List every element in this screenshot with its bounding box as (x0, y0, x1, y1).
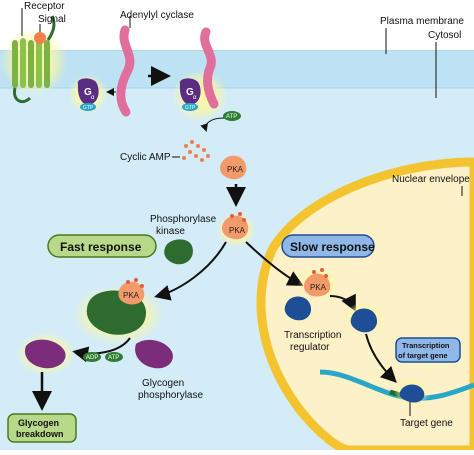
pka-label-1: PKA (227, 165, 244, 174)
pka-nucleus (304, 273, 331, 297)
alpha-subscript-1: α (91, 95, 95, 101)
pka-nucleus-camp (312, 268, 328, 278)
arrow-atp-to-camp (200, 117, 225, 132)
label-receptor: Receptor (24, 1, 65, 12)
gtp-label-2: GTP (185, 105, 196, 111)
camp-dots (182, 140, 210, 162)
atp-label-bottom: ATP (108, 355, 119, 361)
pka-kinase-camp (126, 278, 144, 288)
fast-response-label: Fast response (60, 240, 142, 254)
label-transcription-regulator-2: regulator (290, 342, 330, 353)
label-glycogen-phosphorylase-2: phosphorylase (138, 390, 203, 401)
receptor (12, 15, 56, 104)
atp-label-top: ATP (226, 114, 237, 120)
arrow-regulator-to-gene (365, 333, 397, 383)
phosphorylase-kinase-inactive (164, 239, 193, 265)
glycogen-breakdown-label-1: Glycogen (18, 418, 59, 428)
slow-response-box (281, 234, 375, 258)
label-cyclic-amp: Cyclic AMP (120, 152, 171, 163)
label-signal: Signal (38, 14, 66, 25)
g-alpha-active: G α GTP (179, 78, 201, 111)
arrow-kinase-to-phosphorylase (72, 337, 131, 363)
arrow-pka-to-kinase (154, 241, 227, 301)
g-alpha-label-1: G (84, 87, 92, 98)
label-glycogen-phosphorylase-1: Glycogen (142, 378, 184, 389)
transcription-regulator-active (350, 308, 378, 333)
fast-response-box (47, 234, 157, 258)
adp-label: ADP (86, 355, 98, 361)
label-target-gene: Target gene (400, 418, 453, 429)
extracellular-region (0, 0, 474, 50)
pka-camp-bound (230, 212, 246, 222)
pka-label-2: PKA (229, 226, 246, 235)
adp-badge (83, 352, 101, 362)
transcription-regulator-inactive (284, 296, 312, 321)
pka-inactive (220, 155, 247, 180)
gtp-label-1: GTP (83, 105, 94, 111)
adenylyl-cyclase-active (200, 27, 219, 109)
label-nuclear-envelope: Nuclear envelope (392, 174, 470, 185)
g-alpha-label-2: G (186, 87, 194, 98)
alpha-subscript-2: α (193, 95, 197, 101)
atp-badge-bottom (105, 352, 123, 362)
slow-response-label: Slow response (290, 240, 375, 254)
glycogen-phosphorylase-active (24, 339, 66, 369)
plasma-membrane (0, 50, 474, 88)
pka-active (222, 215, 249, 240)
pka-label-3: PKA (123, 291, 140, 300)
glycogen-breakdown-label-2: breakdown (16, 429, 64, 439)
transcription-regulator-on-gene (399, 384, 425, 403)
g-alpha-inactive: G α GTP (77, 78, 99, 111)
label-adenylyl-cyclase: Adenylyl cyclase (120, 10, 194, 21)
atp-badge-top (223, 111, 241, 121)
signal-molecule (34, 32, 46, 44)
label-phosphorylase-kinase-1: Phosphorylase (150, 214, 217, 225)
label-transcription-regulator-1: Transcription (284, 330, 341, 341)
pka-on-kinase (118, 281, 145, 305)
glycogen-phosphorylase-inactive (135, 339, 173, 369)
label-phosphorylase-kinase-2: kinase (156, 226, 185, 237)
arrow-pka-to-regulator (245, 241, 304, 286)
transcription-target-label-1: Transcription (402, 341, 450, 350)
label-cytosol: Cytosol (428, 30, 461, 41)
adenylyl-cyclase-inactive (116, 25, 135, 117)
transcription-target-box (395, 337, 461, 363)
transcription-target-label-2: of target gene (398, 351, 448, 360)
label-plasma-membrane: Plasma membrane (380, 16, 464, 27)
glycogen-breakdown-box (7, 413, 77, 443)
pka-label-4: PKA (310, 283, 327, 292)
